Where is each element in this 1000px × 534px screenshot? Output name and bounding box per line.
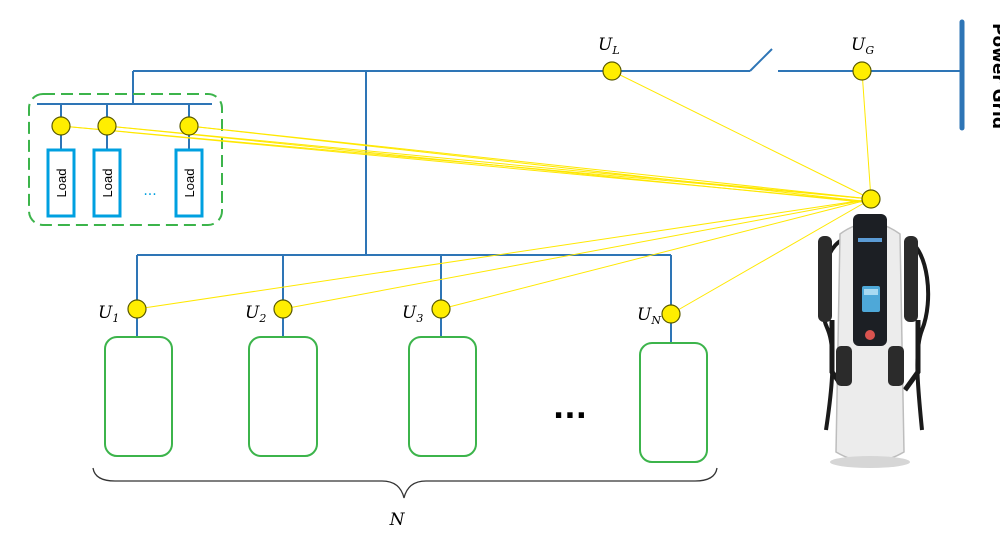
node-load-1 — [51, 116, 71, 136]
node-controller — [861, 189, 881, 209]
link-u2 — [282, 198, 872, 310]
load-3-label: Load — [182, 169, 197, 198]
grid-label: Power Grid — [988, 23, 1000, 129]
node-load-2 — [97, 116, 117, 136]
node-u3 — [431, 299, 451, 319]
node-ug — [852, 61, 872, 81]
link-load-2b — [106, 125, 872, 204]
node-load-3 — [179, 116, 199, 136]
bay-ellipsis: ... — [553, 391, 587, 426]
link-load-3b — [188, 125, 872, 203]
node-u1 — [127, 299, 147, 319]
label-u2: U2 — [245, 303, 266, 325]
comm-links — [60, 70, 872, 315]
load-2-label: Load — [100, 169, 115, 198]
load-1: Load — [46, 148, 76, 218]
label-u3: U3 — [402, 303, 423, 325]
load-1-label: Load — [54, 169, 69, 198]
link-un — [670, 198, 872, 315]
bays-count-label: N — [389, 510, 406, 530]
load-group-boundary — [28, 93, 223, 226]
link-ul — [611, 70, 872, 200]
bay-1 — [104, 336, 173, 457]
ev-charger-icon — [818, 214, 931, 468]
label-u1: U1 — [98, 303, 119, 325]
bay-n — [639, 342, 708, 463]
link-ug — [861, 70, 872, 200]
bay-3 — [408, 336, 477, 457]
load-3: Load — [174, 148, 204, 218]
link-u1 — [136, 198, 872, 310]
label-ul: UL — [598, 35, 620, 57]
link-u3 — [440, 198, 872, 310]
node-un — [661, 304, 681, 324]
bay-2 — [248, 336, 318, 457]
node-ul — [602, 61, 622, 81]
bays-brace — [92, 467, 718, 499]
load-ellipsis: ... — [143, 183, 156, 199]
link-load-2a — [106, 125, 872, 200]
load-2: Load — [92, 148, 122, 218]
label-ug: UG — [851, 35, 874, 57]
node-u2 — [273, 299, 293, 319]
label-un: UN — [637, 305, 661, 327]
switch-blade — [749, 48, 773, 72]
power-wiring — [37, 48, 960, 343]
